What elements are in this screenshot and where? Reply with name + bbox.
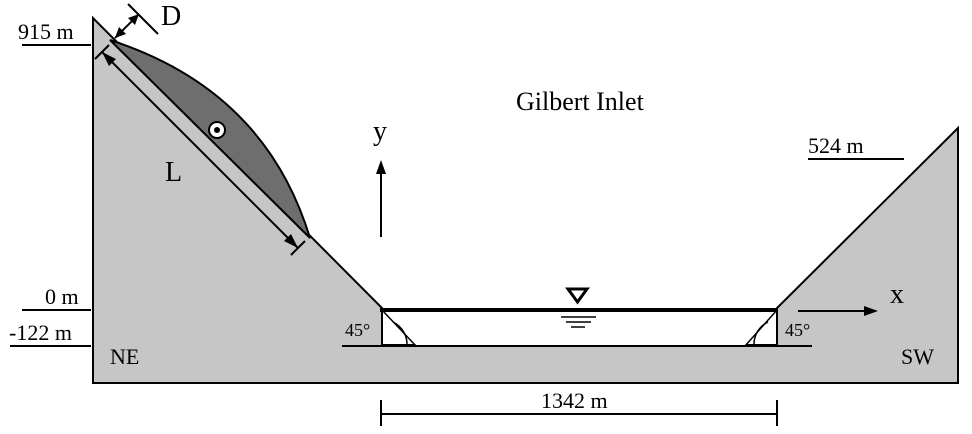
title: Gilbert Inlet [516,87,645,116]
left-water-edge [381,309,417,347]
elevation-neg122: -122 m [9,320,72,345]
landslide [109,39,311,239]
length-label: L [165,157,182,188]
width-label: 1342 m [541,388,608,413]
centroid-dot [214,127,220,133]
elevation-0: 0 m [45,284,79,309]
elevation-915: 915 m [18,19,74,44]
left-angle-label: 45° [345,320,370,340]
length-arrow-top [102,52,116,66]
side-label-sw: SW [901,344,934,369]
left-angle-arc [392,321,408,347]
side-label-ne: NE [110,344,139,369]
x-axis-arrowhead [864,306,878,316]
length-dimension-line [101,51,299,249]
y-axis-label: y [373,116,387,147]
thickness-label: D [161,1,181,32]
thickness-arrow-bottom [115,27,126,38]
water-level-symbol [565,287,590,305]
length-arrow-bottom [284,234,298,248]
y-axis-arrowhead [376,160,386,174]
elevation-524: 524 m [808,133,864,158]
right-angle-arc [753,321,769,347]
thickness-extension-line [127,3,159,35]
right-angle-label: 45° [785,320,810,340]
x-axis-label: x [890,279,904,310]
thickness-arrow-top [128,14,139,25]
